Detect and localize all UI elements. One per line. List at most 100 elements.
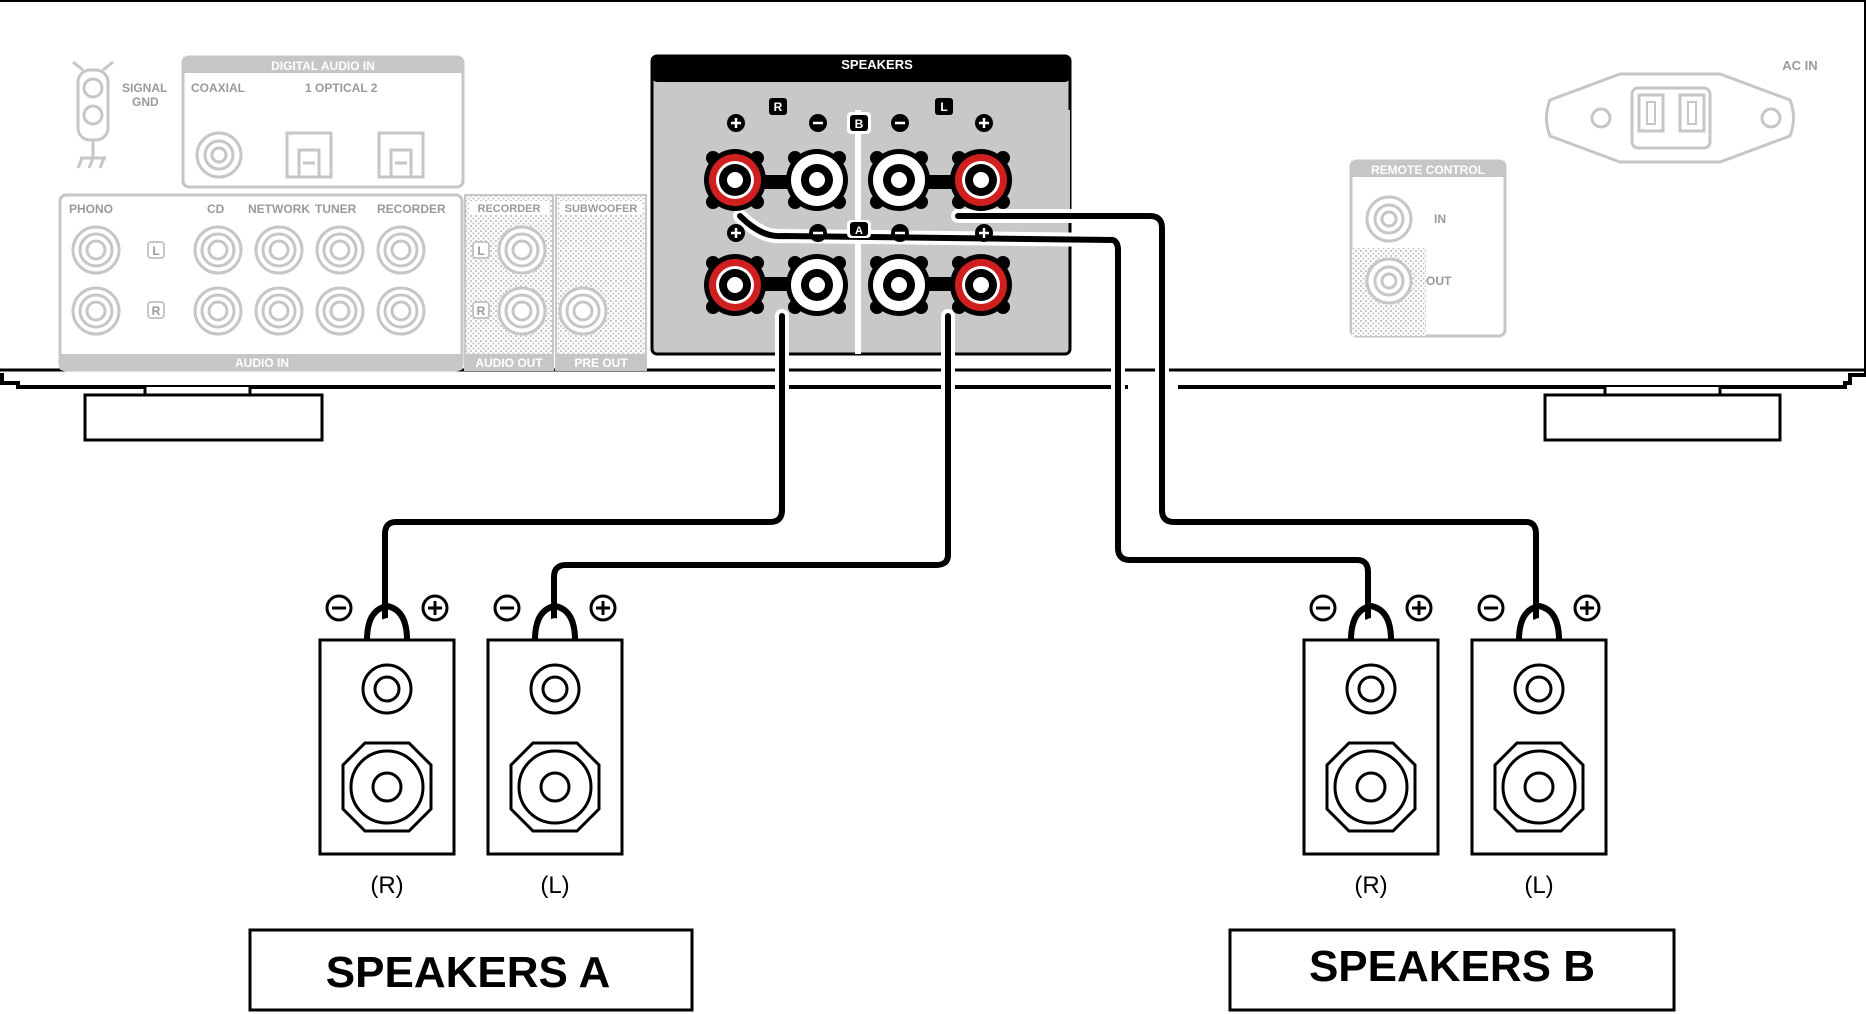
minus-icon <box>809 114 827 132</box>
plus-icon <box>1573 594 1601 622</box>
speaker-panel-markings: R L B A <box>727 98 993 242</box>
network-label: NETWORK <box>248 202 310 216</box>
plus-icon <box>727 224 745 242</box>
svg-text:L: L <box>940 100 947 114</box>
speaker-a-right: (R) <box>318 594 456 899</box>
woofer <box>341 741 433 833</box>
tweeter <box>1513 663 1565 715</box>
ac-in-label: AC IN <box>1782 58 1817 73</box>
speaker-b-left: (L) <box>1470 594 1608 899</box>
right-foot <box>1543 387 1782 442</box>
remote-control-title: REMOTE CONTROL <box>1371 163 1485 177</box>
minus-icon <box>325 594 353 622</box>
audio-out-l-badge: L <box>472 241 490 259</box>
cable-speakers-b-right <box>737 213 1371 621</box>
svg-text:R: R <box>774 100 783 114</box>
minus-icon <box>891 114 909 132</box>
terminal-b-r-plus <box>704 149 766 211</box>
plus-icon <box>975 224 993 242</box>
speaker-b-right: (R) <box>1302 594 1440 899</box>
recorder-r-jack <box>376 286 426 336</box>
ac-in-socket: AC IN <box>1545 58 1818 164</box>
tweeter <box>529 663 581 715</box>
speaker-a-left: (L) <box>486 594 624 899</box>
tuner-l-jack <box>315 225 365 275</box>
coaxial-label: COAXIAL <box>191 81 245 95</box>
speaker-channel-label: (R) <box>1354 872 1387 899</box>
phono-label: PHONO <box>69 202 113 216</box>
left-foot <box>83 387 324 442</box>
minus-icon <box>891 224 909 242</box>
phono-l-jack <box>71 225 121 275</box>
audio-in-footer: AUDIO IN <box>235 356 289 370</box>
remote-out-jack <box>1365 257 1413 305</box>
minus-icon <box>1309 594 1337 622</box>
cable-speakers-a-right <box>382 313 785 621</box>
audio-out-rca-jacks <box>497 225 608 336</box>
audio-in-rca-jacks <box>71 225 426 336</box>
tweeter <box>1345 663 1397 715</box>
network-r-jack <box>254 286 304 336</box>
audio-out-footer: AUDIO OUT <box>475 356 543 370</box>
subwoofer-jack <box>558 286 608 336</box>
remote-in-label: IN <box>1434 212 1446 226</box>
speakers: (R) (L) (R) (L) <box>318 594 1608 899</box>
channel-r-badge: R <box>769 98 787 115</box>
woofer <box>1325 741 1417 833</box>
speakers-b-label: SPEAKERS B <box>1309 942 1595 991</box>
terminal-b-l-minus <box>868 149 930 211</box>
audio-out-r-badge: R <box>472 301 490 319</box>
recorder-label: RECORDER <box>377 202 446 216</box>
audio-out-section: AUDIO OUT RECORDER L R <box>464 194 554 371</box>
cable-speakers-b-left <box>955 213 1539 621</box>
terminal-a-l-minus <box>868 254 930 316</box>
cd-r-jack <box>193 286 243 336</box>
speaker-channel-label: (R) <box>370 872 403 899</box>
pre-out-footer: PRE OUT <box>574 356 628 370</box>
channel-l-badge: L <box>935 98 953 115</box>
optical-label: 1 OPTICAL 2 <box>305 81 378 95</box>
subwoofer-label: SUBWOOFER <box>565 203 638 215</box>
tuner-r-jack <box>315 286 365 336</box>
phono-r-jack <box>71 286 121 336</box>
speakers-a-label-box: SPEAKERS A <box>248 928 694 1012</box>
terminal-a-r-plus <box>704 254 766 316</box>
digital-audio-in-section: DIGITAL AUDIO IN COAXIAL 1 OPTICAL 2 <box>181 55 465 189</box>
cable-speakers-a-left <box>551 313 951 621</box>
speakers-b-label-box: SPEAKERS B <box>1228 928 1676 1012</box>
svg-text:B: B <box>855 117 864 131</box>
audio-out-recorder-label: RECORDER <box>478 203 541 215</box>
terminal-b-r-minus <box>786 149 848 211</box>
terminal-a-l-plus <box>950 254 1012 316</box>
audio-out-recorder-l-jack <box>497 225 547 275</box>
svg-text:R: R <box>477 304 486 318</box>
woofer <box>1493 741 1585 833</box>
remote-out-label: OUT <box>1426 274 1452 288</box>
speaker-terminals <box>704 149 1012 316</box>
speakers-a-label: SPEAKERS A <box>326 948 610 997</box>
speakers-a-badge: A <box>847 220 871 238</box>
svg-text:A: A <box>855 225 863 237</box>
network-l-jack <box>254 225 304 275</box>
remote-control-section: REMOTE CONTROL IN OUT <box>1349 159 1507 338</box>
tweeter <box>361 663 413 715</box>
terminal-a-r-minus <box>786 254 848 316</box>
svg-text:L: L <box>477 244 484 258</box>
tuner-label: TUNER <box>315 202 357 216</box>
cd-label: CD <box>207 202 225 216</box>
plus-icon <box>589 594 617 622</box>
pre-out-section: PRE OUT SUBWOOFER <box>555 194 647 371</box>
minus-icon <box>493 594 521 622</box>
svg-text:L: L <box>152 244 159 258</box>
minus-icon <box>1477 594 1505 622</box>
terminal-b-l-plus <box>950 149 1012 211</box>
plus-icon <box>421 594 449 622</box>
woofer <box>509 741 601 833</box>
speakers-b-badge: B <box>847 112 871 134</box>
optical-jack-2 <box>377 131 425 179</box>
audio-in-section: AUDIO IN PHONO CD NETWORK TUNER RECORDER… <box>58 193 464 372</box>
audio-in-l-badge: L <box>147 241 165 259</box>
plus-icon <box>1405 594 1433 622</box>
polarity-markers <box>727 114 993 242</box>
remote-in-jack <box>1365 195 1413 243</box>
